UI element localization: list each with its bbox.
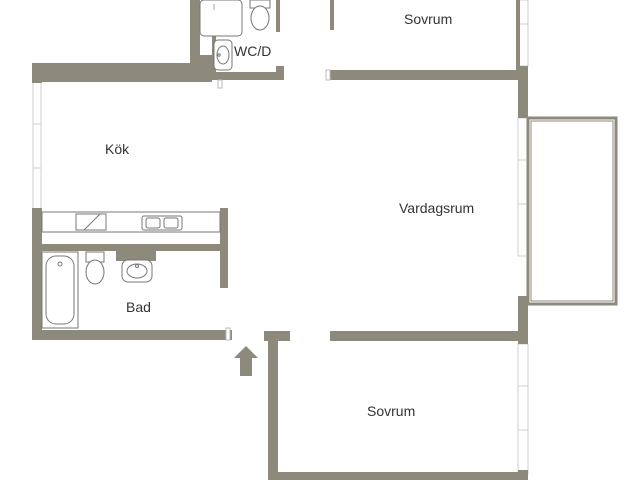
room-label-vardagsrum: Vardagsrum <box>399 200 474 216</box>
window-sovrum-bottom-right <box>517 343 529 475</box>
room-label-sovrum-bottom: Sovrum <box>367 403 415 419</box>
balcony <box>526 116 618 306</box>
room-label-wc: WC/D <box>234 43 271 59</box>
window-kok-left <box>32 81 42 211</box>
room-label-kok: Kök <box>105 141 130 157</box>
entrance-arrow-icon <box>234 346 258 376</box>
sink-bad <box>121 259 153 283</box>
door-marks <box>217 69 331 341</box>
wc-fixtures <box>199 0 271 71</box>
walls <box>32 0 528 480</box>
room-label-sovrum-top: Sovrum <box>404 11 452 27</box>
wc-toilet <box>250 5 270 31</box>
room-label-bad: Bad <box>126 299 151 315</box>
bathtub <box>41 251 79 329</box>
kitchen-counter <box>41 211 221 233</box>
wc-shower <box>199 0 243 37</box>
toilet-bad <box>85 251 105 285</box>
